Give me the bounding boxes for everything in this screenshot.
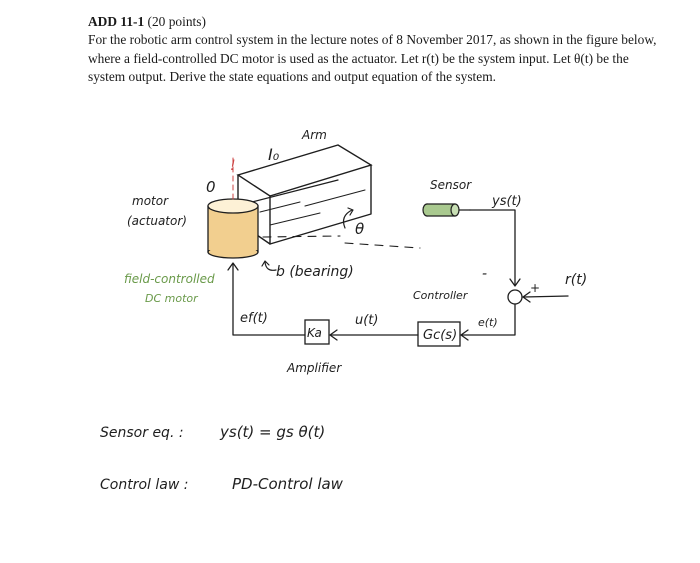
- problem-text: For the robotic arm control system in th…: [88, 32, 657, 84]
- sensor-eq-label: Sensor eq. :: [100, 425, 184, 441]
- amplifier-label: Amplifier: [286, 361, 342, 375]
- ys-label: ys(t): [491, 194, 522, 209]
- arm-box: [236, 144, 421, 249]
- problem-statement: ADD 11-1 (20 points) For the robotic arm…: [88, 13, 668, 86]
- field-controlled-label: field-controlled: [124, 272, 215, 286]
- problem-id: ADD 11-1: [88, 14, 145, 29]
- feedback-wire: [469, 209, 516, 286]
- motor-cylinder: [207, 198, 259, 259]
- actuator-label: (actuator): [127, 214, 187, 228]
- zero-label: 0: [206, 178, 216, 196]
- sensor-device: [422, 203, 471, 217]
- controller-block: [417, 321, 461, 347]
- ef-label: ef(t): [240, 311, 268, 326]
- controller-label: Controller: [413, 289, 469, 302]
- control-law-label: Control law :: [100, 477, 188, 493]
- motor-label: motor: [132, 194, 169, 208]
- sensor-label: Sensor: [430, 178, 472, 192]
- dc-motor-label: DC motor: [145, 292, 199, 305]
- sensor-eq: ys(t) = gs θ(t): [219, 423, 325, 441]
- problem-header: ADD 11-1 (20 points): [88, 13, 668, 31]
- arm-label: Arm: [301, 128, 327, 142]
- theta-label: θ: [355, 220, 364, 238]
- summing-junction: [507, 289, 523, 305]
- bearing-arrow: [264, 261, 277, 271]
- plus-sign: +: [530, 281, 540, 295]
- u-label: u(t): [355, 313, 378, 328]
- reference-wire: [523, 295, 569, 298]
- damping-label: b (bearing): [276, 264, 354, 280]
- theta-arc: [342, 209, 353, 229]
- problem-points: (20 points): [147, 14, 206, 29]
- minus-sign: -: [482, 266, 487, 282]
- inertia-label: I₀: [268, 145, 280, 164]
- r-label: r(t): [565, 272, 587, 288]
- e-label: e(t): [478, 316, 498, 329]
- error-wire: [461, 303, 516, 336]
- excl-mark: !: [230, 158, 236, 174]
- gc-label: Gc(s): [423, 328, 457, 343]
- field-wire: [232, 263, 306, 336]
- control-law: PD-Control law: [232, 475, 344, 493]
- ka-label: Ka: [307, 326, 322, 340]
- amplifier-block: [304, 319, 330, 345]
